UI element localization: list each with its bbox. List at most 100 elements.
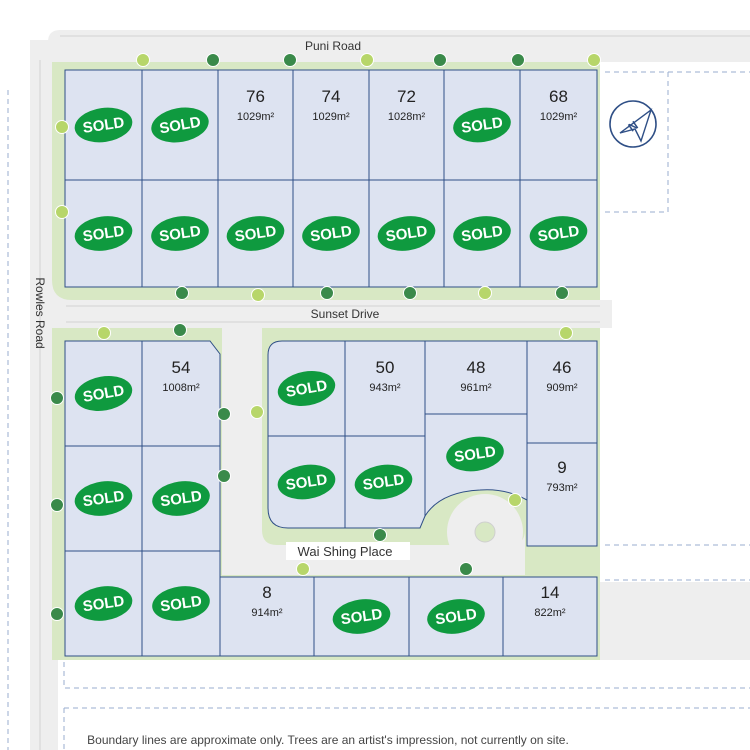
lot-number: 74 xyxy=(322,87,341,106)
sold-badge-text: SOLD xyxy=(82,593,126,616)
sold-badge: SOLD xyxy=(529,216,588,251)
sold-badge: SOLD xyxy=(74,481,133,516)
sold-badge-text: SOLD xyxy=(234,223,278,246)
lot-available[interactable]: 14 822m² xyxy=(502,576,598,657)
footer-disclaimer: Boundary lines are approximate only. Tre… xyxy=(87,733,569,747)
sold-badge-oval xyxy=(74,376,133,411)
sold-badge-text: SOLD xyxy=(453,443,497,466)
lot-sold[interactable]: SOLD xyxy=(141,550,221,657)
rowles-road xyxy=(30,62,52,750)
lot-parcel[interactable] xyxy=(368,69,445,181)
lot-parcel[interactable] xyxy=(526,442,598,547)
lot-sold[interactable]: SOLD xyxy=(519,179,598,288)
sold-badge-text: SOLD xyxy=(340,606,384,629)
lot-parcel[interactable] xyxy=(141,340,221,447)
sold-badge: SOLD xyxy=(152,481,210,516)
sold-badge: SOLD xyxy=(332,599,391,634)
sold-badge-text: SOLD xyxy=(460,223,504,246)
lot-area: 909m² xyxy=(546,382,578,394)
tree-icon xyxy=(508,493,522,507)
cul-de-sac-island xyxy=(474,521,496,543)
sold-badge-text: SOLD xyxy=(159,488,203,511)
tree-icon xyxy=(403,286,417,300)
tree-icon xyxy=(217,469,231,483)
sold-badge-oval xyxy=(74,107,133,143)
lot-area: 1029m² xyxy=(540,111,578,123)
lot-sold[interactable]: SOLD xyxy=(424,413,528,518)
sold-badge-oval xyxy=(151,107,209,143)
lot-parcel[interactable] xyxy=(502,576,598,657)
tree-icon xyxy=(587,53,601,67)
lot-sold[interactable]: SOLD xyxy=(408,576,504,657)
sold-badge-oval xyxy=(226,216,285,251)
lot-parcel[interactable] xyxy=(217,69,294,181)
sold-badge-oval xyxy=(453,107,511,143)
lot-sold[interactable]: SOLD xyxy=(267,340,346,437)
lot-sold[interactable]: SOLD xyxy=(64,179,143,288)
sold-badge: SOLD xyxy=(74,586,133,621)
sold-badge-oval xyxy=(74,586,133,621)
lot-area: 822m² xyxy=(534,607,566,619)
sold-badge-text: SOLD xyxy=(82,488,126,511)
lot-parcel[interactable] xyxy=(424,340,528,415)
sold-badge: SOLD xyxy=(377,216,436,251)
tree-icon xyxy=(459,562,473,576)
sold-badge-text: SOLD xyxy=(309,223,353,246)
sold-badge-oval xyxy=(377,216,436,251)
lot-sold[interactable]: SOLD xyxy=(344,435,426,529)
lot-sold[interactable]: SOLD xyxy=(141,445,221,552)
tree-icon xyxy=(50,391,64,405)
sold-badge-text: SOLD xyxy=(82,114,126,137)
lot-number: 54 xyxy=(172,358,191,377)
tree-icon xyxy=(283,53,297,67)
sold-badge: SOLD xyxy=(453,107,511,143)
lot-parcel[interactable] xyxy=(292,69,370,181)
footpath-lines xyxy=(39,35,750,750)
lot-sold[interactable]: SOLD xyxy=(64,445,143,552)
lot-area: 961m² xyxy=(460,382,492,394)
lot-sold[interactable]: SOLD xyxy=(267,435,346,529)
sold-badge-text: SOLD xyxy=(159,593,203,616)
lot-sold[interactable]: SOLD xyxy=(292,179,370,288)
trees-layer xyxy=(50,53,601,621)
lot-sold[interactable]: SOLD xyxy=(443,69,521,181)
lot-parcel[interactable] xyxy=(526,340,598,444)
lot-number: 76 xyxy=(246,87,265,106)
lot-number: 14 xyxy=(541,583,560,602)
sold-badge: SOLD xyxy=(74,376,133,411)
lot-parcel[interactable] xyxy=(519,69,598,181)
tree-icon xyxy=(173,323,187,337)
sold-badge-text: SOLD xyxy=(537,223,581,246)
dashed-boundary-right xyxy=(605,71,750,581)
lot-sold[interactable]: SOLD xyxy=(64,340,143,447)
sold-badge: SOLD xyxy=(277,464,336,500)
lot-sold[interactable]: SOLD xyxy=(217,179,294,288)
lot-sold[interactable]: SOLD xyxy=(64,69,143,181)
sold-badge-oval xyxy=(302,216,360,251)
lot-available[interactable]: 68 1029m² xyxy=(519,69,598,181)
tree-icon xyxy=(251,288,265,302)
lot-sold[interactable]: SOLD xyxy=(141,69,219,181)
sold-badge-oval xyxy=(74,481,133,516)
sold-badge-oval xyxy=(152,586,210,621)
tree-icon xyxy=(97,326,111,340)
lot-parcel[interactable] xyxy=(219,576,315,657)
lot-sold[interactable]: SOLD xyxy=(64,550,143,657)
lot-sold[interactable]: SOLD xyxy=(141,179,219,288)
lot-sold[interactable]: SOLD xyxy=(443,179,521,288)
lot-sold[interactable]: SOLD xyxy=(368,179,445,288)
lot-number: 68 xyxy=(549,87,568,106)
rowles-road-label: Rowles Road xyxy=(33,277,47,348)
lot-sold[interactable]: SOLD xyxy=(313,576,410,657)
sold-badge-text: SOLD xyxy=(158,223,202,246)
